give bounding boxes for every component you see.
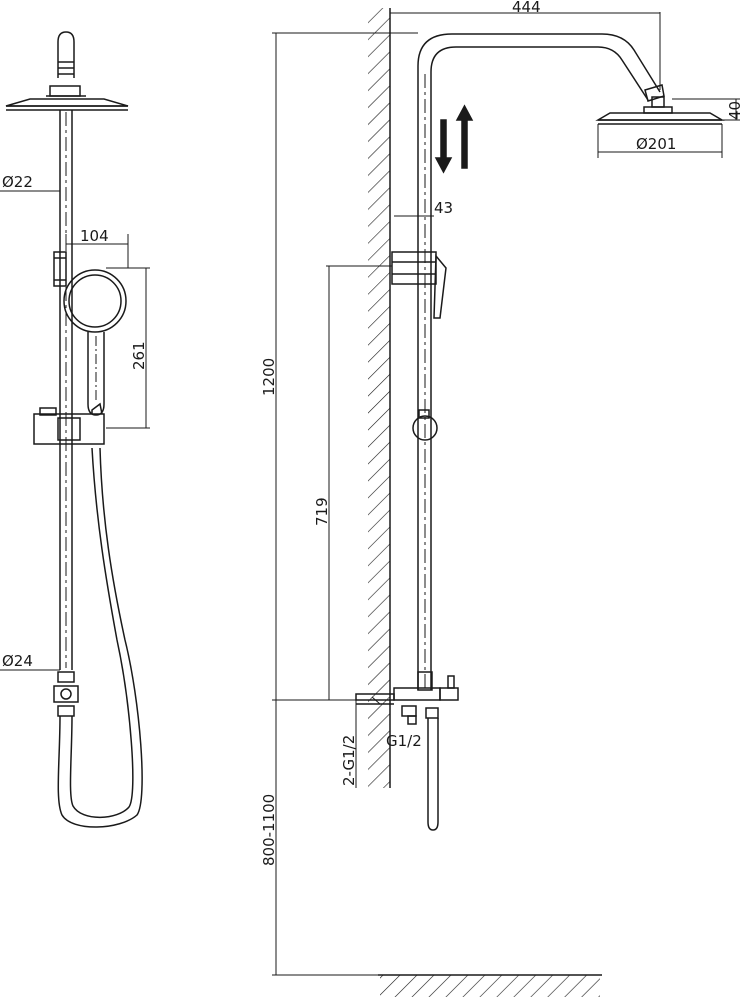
side-hose bbox=[427, 718, 439, 831]
side-diverter-body bbox=[393, 687, 441, 701]
outlet-thread-label: G1/2 bbox=[386, 732, 422, 750]
head-diameter-label: Ø201 bbox=[636, 135, 676, 153]
rod-diameter-bottom-label: Ø24 bbox=[2, 652, 33, 670]
handshower-width-label: 104 bbox=[80, 227, 109, 245]
front-view bbox=[0, 31, 150, 828]
side-slider bbox=[391, 251, 437, 285]
down-arrow-icon bbox=[434, 119, 453, 174]
up-arrow-icon bbox=[455, 104, 474, 169]
front-bottom-connector bbox=[57, 671, 75, 683]
side-arm-inner bbox=[430, 46, 649, 690]
wall-offset-label: 43 bbox=[434, 199, 453, 217]
arm-length-label: 444 bbox=[512, 0, 541, 16]
side-holder-knob bbox=[412, 415, 438, 441]
side-rain-head bbox=[595, 112, 725, 121]
front-handshower-head bbox=[63, 269, 127, 333]
holder-height-label: 719 bbox=[313, 497, 331, 526]
head-height-label: 40 bbox=[726, 101, 744, 120]
side-view bbox=[272, 8, 740, 976]
front-head-connector bbox=[57, 31, 75, 78]
front-rain-head bbox=[5, 98, 129, 107]
front-handshower-handle bbox=[87, 332, 105, 416]
front-top-slider bbox=[53, 251, 67, 287]
front-hose-outer bbox=[57, 447, 143, 828]
side-handshower bbox=[433, 254, 447, 319]
wall-hatch bbox=[368, 8, 390, 788]
front-holder bbox=[33, 413, 105, 445]
front-hose-inner bbox=[69, 447, 134, 819]
inlet-thread-label: 2-G1/2 bbox=[340, 735, 358, 786]
floor-hatch bbox=[380, 975, 600, 997]
rod-diameter-top-label: Ø22 bbox=[2, 173, 33, 191]
mount-height-label: 800-1100 bbox=[260, 794, 278, 866]
side-arm-outer bbox=[417, 33, 661, 690]
handshower-length-label: 261 bbox=[130, 341, 148, 370]
total-height-label: 1200 bbox=[260, 358, 278, 396]
